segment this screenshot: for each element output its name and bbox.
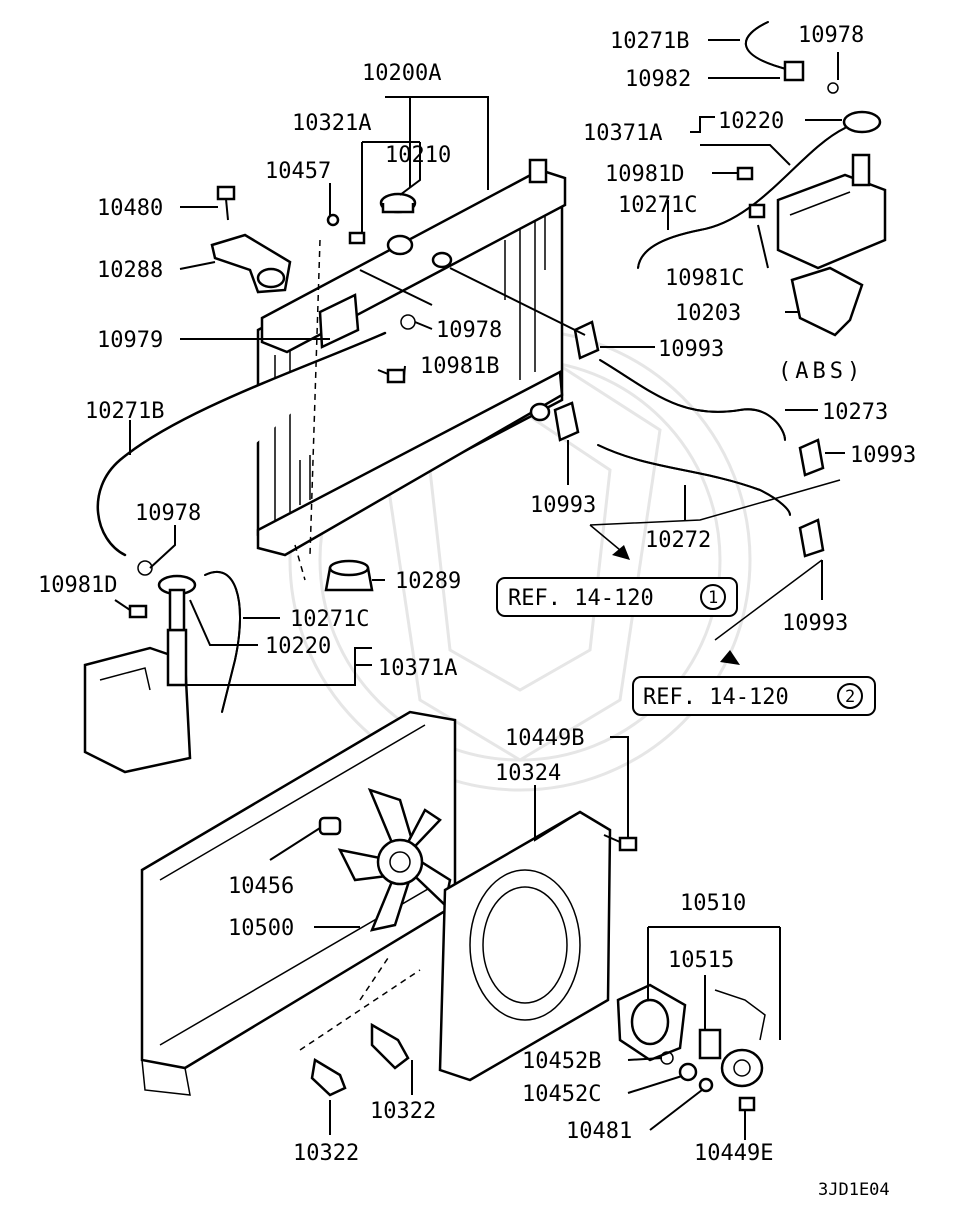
- label-10449B: 10449B: [505, 726, 584, 751]
- label-10978-topright: 10978: [798, 23, 864, 48]
- label-10979: 10979: [97, 328, 163, 353]
- label-10981C: 10981C: [665, 266, 744, 291]
- label-10500: 10500: [228, 916, 294, 941]
- label-10271B-left: 10271B: [85, 399, 164, 424]
- label-10220-top: 10220: [718, 109, 784, 134]
- label-10480: 10480: [97, 196, 163, 221]
- label-10981B: 10981B: [420, 354, 499, 379]
- upper-radiator: [256, 158, 567, 592]
- fan-shroud: [438, 810, 612, 1082]
- ref-box-1: REF. 14-120 1: [496, 577, 738, 617]
- label-10982: 10982: [625, 67, 691, 92]
- label-10993-upper: 10993: [658, 337, 724, 362]
- ref-1-text: REF. 14-120: [508, 586, 654, 611]
- label-10324: 10324: [495, 761, 561, 786]
- label-10289: 10289: [395, 569, 461, 594]
- label-10210: 10210: [385, 143, 451, 168]
- temperature-sensors: [310, 1022, 410, 1097]
- lower-radiator: [140, 710, 457, 1096]
- reserve-tank-left: [83, 570, 242, 774]
- label-10993-middle: 10993: [530, 493, 596, 518]
- label-10456: 10456: [228, 874, 294, 899]
- label-10271C-top: 10271C: [618, 193, 697, 218]
- label-10481: 10481: [566, 1119, 632, 1144]
- label-10321A: 10321A: [292, 111, 371, 136]
- label-10457: 10457: [265, 159, 331, 184]
- label-10993-bottom: 10993: [782, 611, 848, 636]
- label-10203: 10203: [675, 301, 741, 326]
- diagram-code: 3JD1E04: [818, 1180, 890, 1200]
- leader-lines: [114, 39, 845, 1140]
- label-10322-right: 10322: [370, 1099, 436, 1124]
- fan-motor: [603, 834, 766, 1112]
- label-10993-right: 10993: [850, 443, 916, 468]
- label-10272: 10272: [645, 528, 711, 553]
- label-10452C: 10452C: [522, 1082, 601, 1107]
- ref-box-2: REF. 14-120 2: [632, 676, 876, 716]
- part-labels: 10200A 10321A 10210 10457 10480 10288 10…: [38, 23, 916, 1200]
- label-10271C-left: 10271C: [290, 607, 369, 632]
- label-10978-left: 10978: [135, 501, 201, 526]
- label-10510: 10510: [680, 891, 746, 916]
- label-10288: 10288: [97, 258, 163, 283]
- label-10449E: 10449E: [694, 1141, 773, 1166]
- label-10371A-top: 10371A: [583, 121, 662, 146]
- label-10515: 10515: [668, 948, 734, 973]
- ref-1-number: 1: [708, 588, 718, 608]
- note-abs: (ABS): [778, 359, 864, 384]
- label-10978-top: 10978: [436, 318, 502, 343]
- label-10200A: 10200A: [362, 61, 441, 86]
- ref-2-number: 2: [845, 687, 855, 707]
- label-10371A-left: 10371A: [378, 656, 457, 681]
- label-10220-left: 10220: [265, 634, 331, 659]
- label-10273: 10273: [822, 400, 888, 425]
- label-10981D-top: 10981D: [605, 162, 684, 187]
- label-10981D-left: 10981D: [38, 573, 117, 598]
- upper-small-parts: [210, 185, 417, 384]
- reserve-tank-right: [637, 21, 887, 337]
- label-10271B-top: 10271B: [610, 29, 689, 54]
- ref-2-text: REF. 14-120: [643, 685, 789, 710]
- radiator-hoses: [553, 320, 825, 558]
- label-10322-left: 10322: [293, 1141, 359, 1166]
- label-10452B: 10452B: [522, 1049, 601, 1074]
